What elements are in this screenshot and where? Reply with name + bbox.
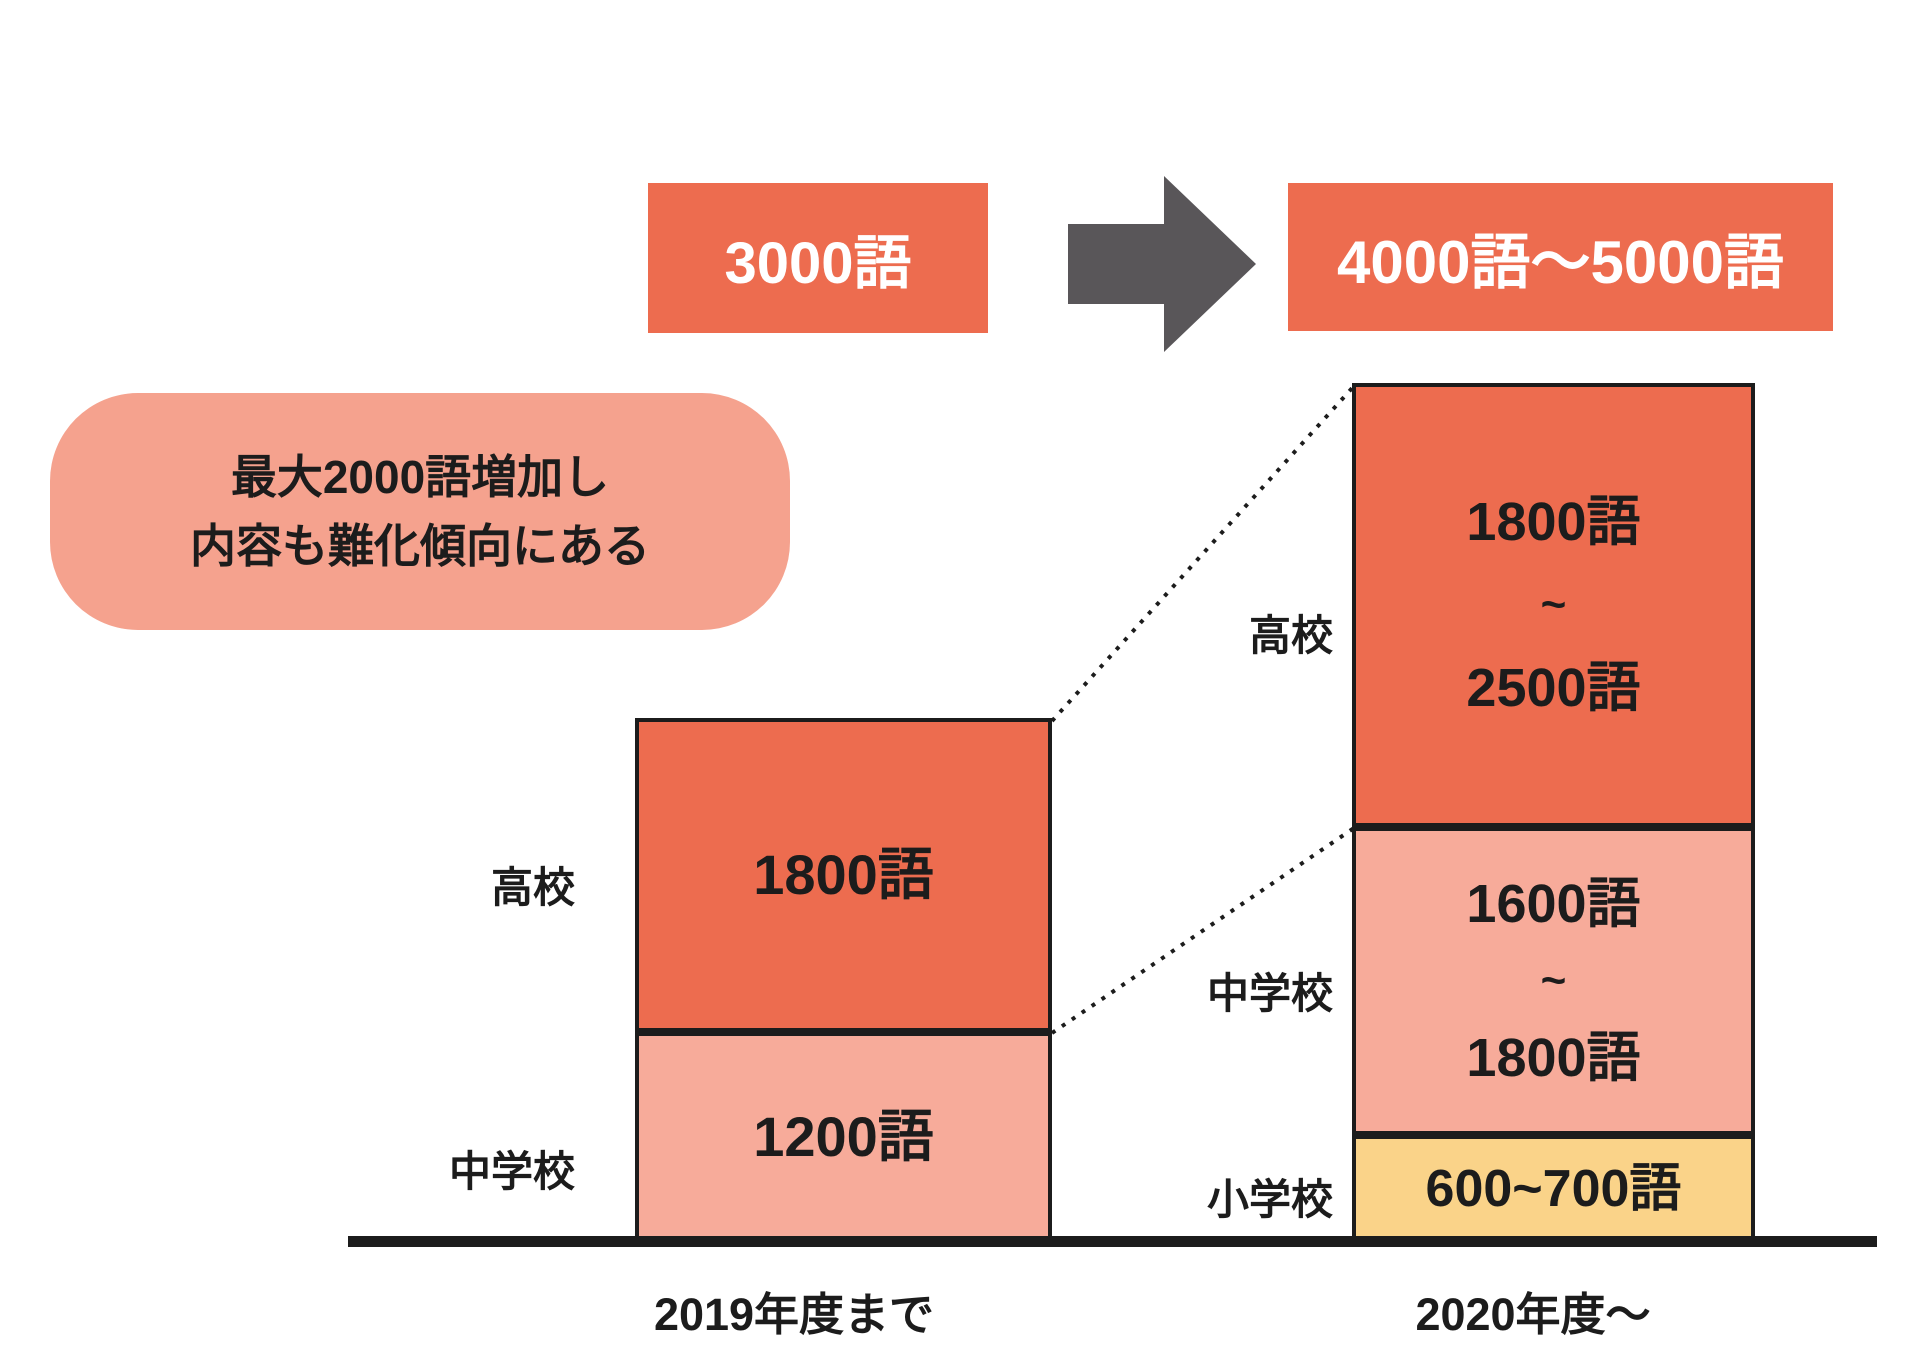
callout-bubble: 最大2000語増加し 内容も難化傾向にある [50,393,790,630]
callout-line-2: 内容も難化傾向にある [190,519,650,572]
label-2019-juniorhigh: 中学校 [448,1148,575,1195]
bar-2020-highschool-range-tilde: ~ [1540,580,1567,629]
bar-2020-highschool-range-from: 1800語 [1466,492,1641,552]
arrow-right-icon [1068,176,1256,352]
total-before-label: 3000語 [724,231,912,296]
bar-2019-highschool-value: 1800語 [753,843,934,906]
axis-label-2020: 2020年度〜 [1415,1289,1651,1340]
axis-label-2019: 2019年度まで [653,1289,935,1340]
bar-2020-elementary-segment: 600~700語 [1352,1135,1755,1242]
bar-2020-juniorhigh-range-to: 1800語 [1466,1028,1641,1088]
bar-2020-juniorhigh-range-from: 1600語 [1466,874,1641,934]
label-2020-elementary: 小学校 [1206,1176,1333,1223]
bar-2019-juniorhigh-value: 1200語 [753,1105,934,1168]
total-after-box: 4000語〜5000語 [1288,183,1833,331]
bar-2020-juniorhigh-range-tilde: ~ [1540,956,1567,1005]
bar-2019-highschool-segment: 1800語 [635,718,1052,1032]
bar-2020-highschool-segment: 1800語 ~ 2500語 [1352,383,1755,827]
bar-2020-elementary-value: 600~700語 [1425,1159,1682,1218]
x-axis-baseline [348,1236,1877,1247]
bar-2020-juniorhigh-segment: 1600語 ~ 1800語 [1352,827,1755,1135]
total-after-label: 4000語〜5000語 [1337,228,1784,296]
label-2020-highschool: 高校 [1248,612,1333,659]
bar-2020-highschool-range-to: 2500語 [1466,658,1641,718]
bar-2019-juniorhigh-segment: 1200語 [635,1032,1052,1242]
label-2020-juniorhigh: 中学校 [1206,970,1333,1017]
total-before-box: 3000語 [648,183,988,333]
callout-line-1: 最大2000語増加し [230,450,610,503]
label-2019-highschool: 高校 [490,864,575,911]
